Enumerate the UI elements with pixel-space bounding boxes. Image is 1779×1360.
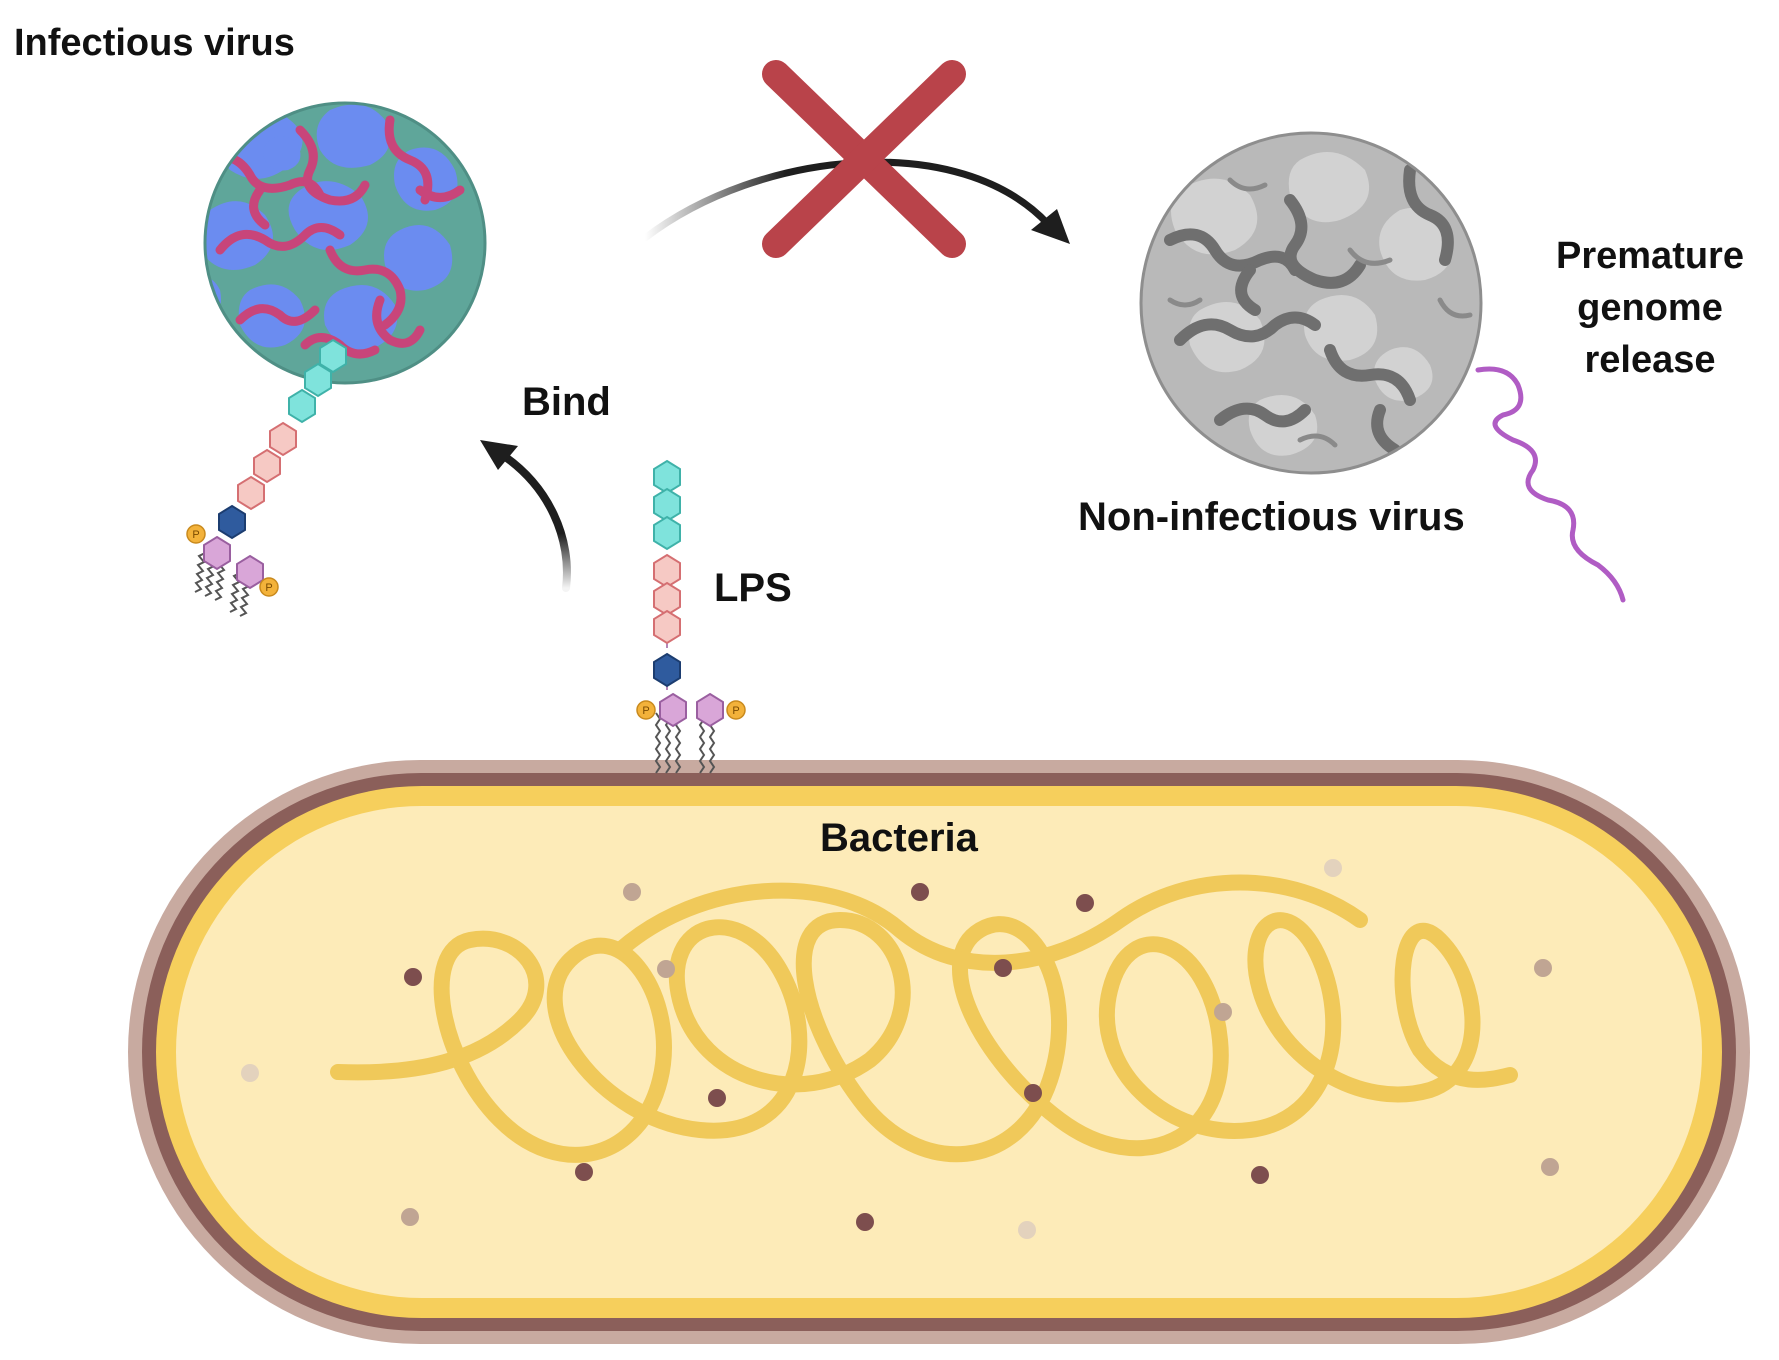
arrowhead-icon <box>480 440 518 470</box>
lps-o-antigen-chain <box>653 459 724 728</box>
ribosome <box>708 1089 726 1107</box>
sugar-pink <box>653 609 681 645</box>
ribosome <box>1214 1003 1232 1021</box>
lps-label: LPS <box>714 566 792 610</box>
phosphate-label: P <box>192 529 199 541</box>
ribosome <box>657 960 675 978</box>
sugar-pink <box>253 448 281 484</box>
sugar-lilac <box>659 692 687 728</box>
premature-genome-release-label: Premature genome release <box>1520 230 1779 386</box>
ribosome <box>911 883 929 901</box>
sugar-pink <box>269 421 297 457</box>
ribosome <box>401 1208 419 1226</box>
nucleoid-dna <box>330 912 1518 1163</box>
non-infectious-virus-label: Non-infectious virus <box>1078 495 1465 539</box>
infectious-virus <box>203 101 487 385</box>
ribosome <box>404 968 422 986</box>
ribosome <box>1024 1084 1042 1102</box>
bind-arrow-icon <box>494 448 571 592</box>
ribosome <box>575 1163 593 1181</box>
phosphate-label: P <box>265 582 272 594</box>
ribosome <box>994 959 1012 977</box>
ribosome <box>241 1064 259 1082</box>
sugar-cyan <box>653 515 681 551</box>
nucleoid-dna-loop <box>612 874 1368 971</box>
released-genome <box>1475 366 1626 603</box>
phosphate-icon <box>636 700 656 720</box>
ribosome <box>1534 959 1552 977</box>
ribosome <box>623 883 641 901</box>
premature-label-line: release <box>1584 339 1716 381</box>
phosphate-icon <box>726 700 746 720</box>
non-infectious-virus <box>1139 131 1483 475</box>
sugar-cyan <box>304 362 332 398</box>
phosphate-icon <box>259 577 279 597</box>
bind-label: Bind <box>522 380 611 424</box>
sugar-lilac <box>203 535 231 571</box>
ribosomes <box>241 859 1559 1239</box>
infectious-virus-label: Infectious virus <box>14 22 295 64</box>
sugar-navy <box>653 652 681 688</box>
premature-label-line: genome <box>1577 287 1723 329</box>
ribosome <box>1324 859 1342 877</box>
phosphate-label: P <box>732 705 739 717</box>
arrowhead-icon <box>1031 209 1070 244</box>
cytoplasm <box>176 806 1702 1298</box>
sugar-lilac <box>696 692 724 728</box>
lps-membrane-molecule: P P <box>636 459 746 774</box>
sugar-cyan <box>319 338 347 374</box>
sugar-navy <box>218 504 246 540</box>
ribosome <box>1076 894 1094 912</box>
sugar-lilac <box>236 554 264 590</box>
ribosome <box>1251 1166 1269 1184</box>
premature-label-line: Premature <box>1556 235 1744 277</box>
sugar-pink <box>237 475 265 511</box>
phosphate-icon <box>186 524 206 544</box>
ribosome <box>856 1213 874 1231</box>
lps-bound-molecule: P P <box>186 338 347 617</box>
red-x-icon <box>762 60 966 258</box>
ribosome <box>1018 1221 1036 1239</box>
ribosome <box>1541 1158 1559 1176</box>
sugar-cyan <box>288 388 316 424</box>
bacteria-label: Bacteria <box>820 816 978 860</box>
phosphate-label: P <box>642 705 649 717</box>
